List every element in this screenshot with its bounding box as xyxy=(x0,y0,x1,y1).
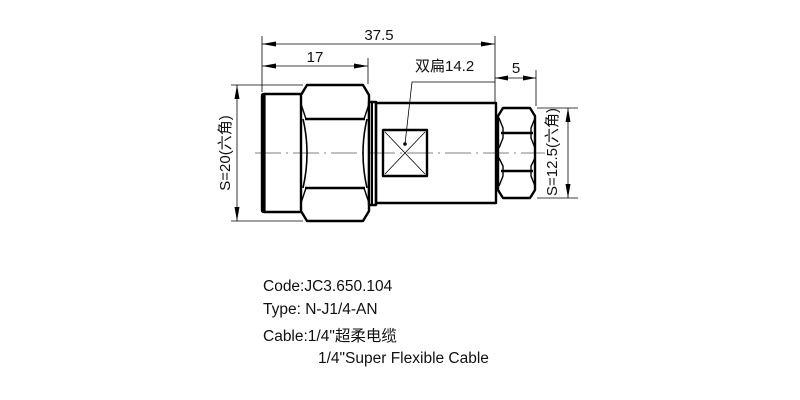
flat-width-label: 双扁14.2 xyxy=(415,58,474,75)
dimension-rear-hex-size: S=12.5(六角) xyxy=(537,107,578,199)
dimension-flat-width: 双扁14.2 xyxy=(404,58,495,145)
dimension-overall-length: 37.5 xyxy=(261,27,496,102)
dimension-nut-length: 17 xyxy=(262,49,369,84)
overall-length-label: 37.5 xyxy=(364,27,393,44)
rear-hex-size-label: S=12.5(六角) xyxy=(544,108,561,196)
dimension-front-hex-size: S=20(六角) xyxy=(217,84,303,222)
front-hex-size-label: S=20(六角) xyxy=(217,115,234,190)
cable-en-line: 1/4"Super Flexible Cable xyxy=(318,350,489,367)
dimension-rear-hex-length: 5 xyxy=(495,60,537,106)
connector-body xyxy=(374,101,498,205)
cable-cn-line: Cable:1/4"超柔电缆 xyxy=(263,327,397,345)
code-line: Code:JC3.650.104 xyxy=(263,278,393,295)
spec-block: Code:JC3.650.104 Type: N-J1/4-AN Cable:1… xyxy=(263,278,489,367)
type-line: Type: N-J1/4-AN xyxy=(263,301,378,318)
nut-length-label: 17 xyxy=(307,49,324,66)
rear-hex-nut xyxy=(496,106,537,200)
wrench-flat xyxy=(381,128,429,178)
front-hex-nut xyxy=(299,83,371,223)
rear-hex-length-label: 5 xyxy=(512,60,520,77)
front-flange xyxy=(260,92,301,214)
